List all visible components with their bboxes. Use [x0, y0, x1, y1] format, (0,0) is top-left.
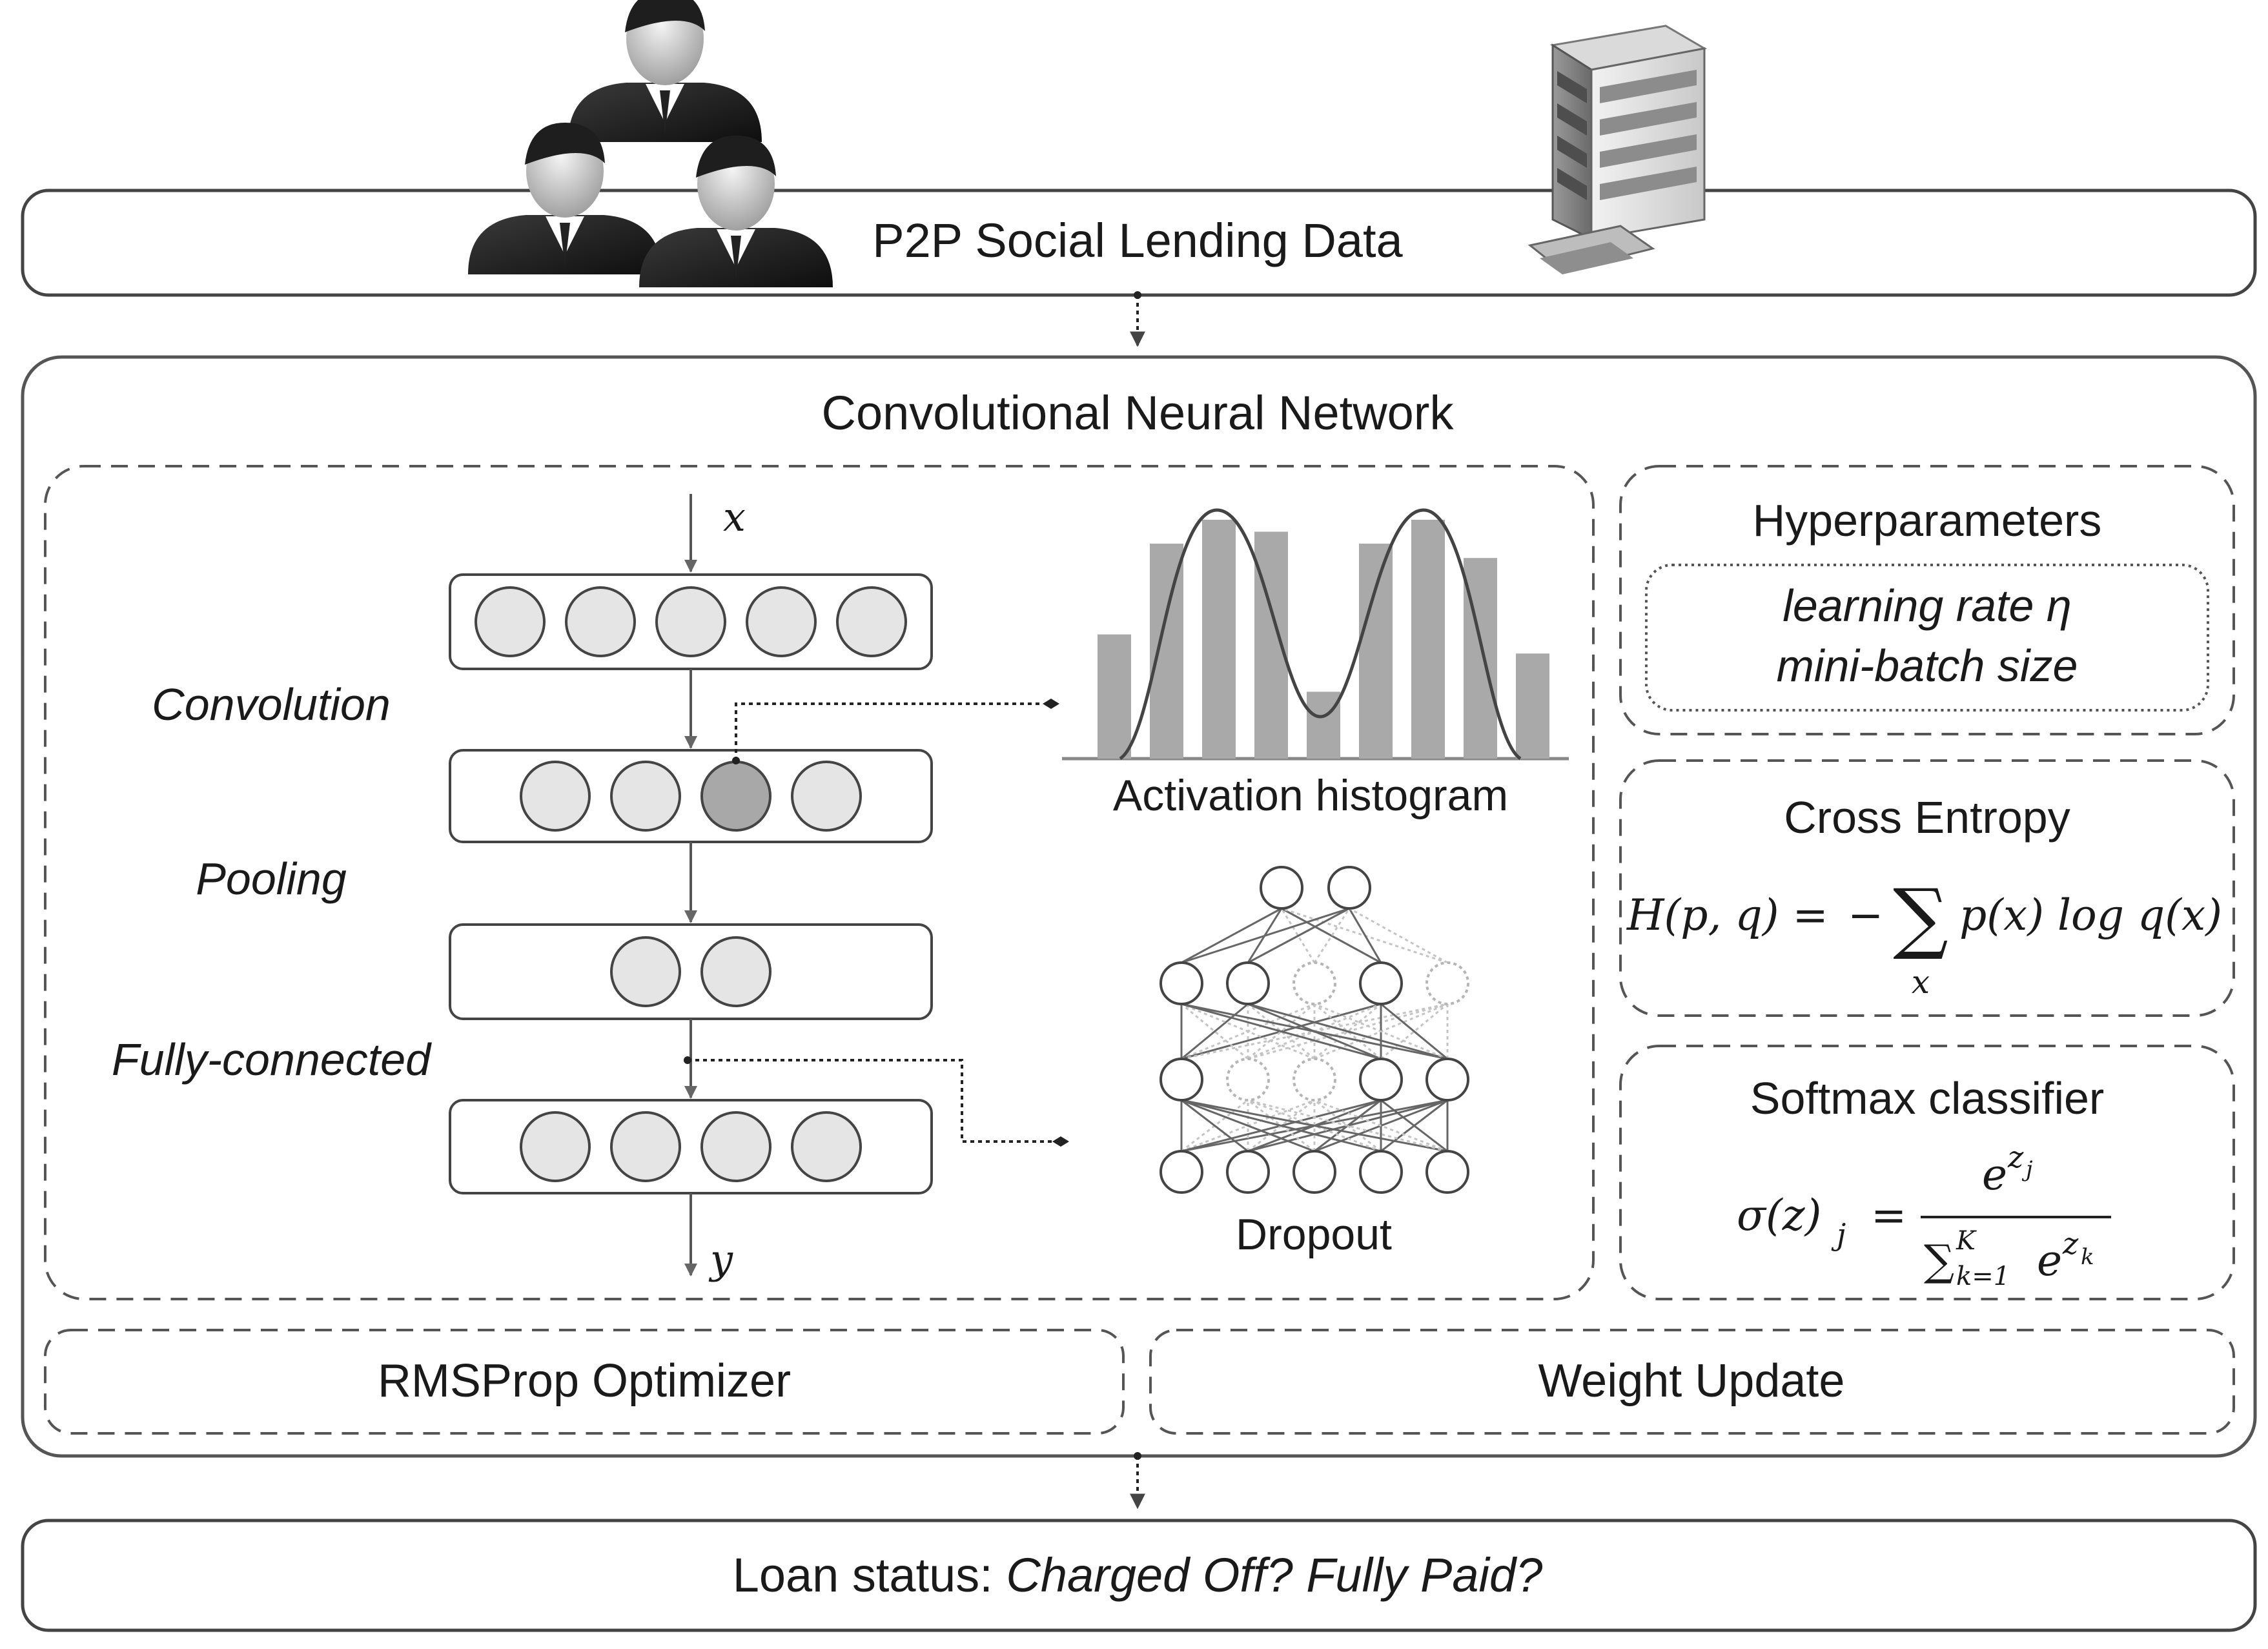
weight-update-label: Weight Update	[1538, 1355, 1845, 1407]
histogram-bar	[1359, 544, 1393, 759]
stage-convolution-label: Convolution	[152, 679, 391, 730]
dropout-neuron	[1292, 1150, 1336, 1194]
dropout-connections	[1180, 907, 1449, 1152]
neuron	[655, 586, 726, 657]
connector-data-to-cnn	[1130, 291, 1145, 347]
hyperparameter-learning-rate: learning rate η	[1783, 580, 2071, 631]
softmax-num-base: e	[1982, 1150, 2007, 1200]
dropout-output-neuron	[1260, 866, 1303, 910]
connector-cnn-to-output	[1130, 1452, 1145, 1510]
softmax-title: Softmax classifier	[1750, 1073, 2104, 1123]
cross-entropy-title: Cross Entropy	[1784, 792, 2070, 843]
softmax-den-exp-sub: k	[2081, 1244, 2094, 1270]
cross-entropy-minus: −	[1848, 890, 1883, 940]
neuron	[475, 586, 546, 657]
people-icon	[468, 0, 833, 287]
density-curve	[1119, 508, 1522, 761]
network-panel	[44, 465, 1595, 1300]
neuron	[836, 586, 907, 657]
hyperparameter-batch-size: mini-batch size	[1777, 640, 2078, 691]
neuron	[610, 936, 681, 1007]
optimizer-panel: RMSProp Optimizer	[44, 1329, 1125, 1435]
neuron	[520, 761, 591, 832]
output-prefix: Loan status:	[733, 1548, 1006, 1602]
softmax-den-lower: k=1	[1956, 1262, 2010, 1291]
neuron	[700, 936, 771, 1007]
histogram-link	[732, 699, 1059, 764]
output-label: y	[708, 1236, 733, 1283]
dropout-neuron	[1226, 1150, 1270, 1194]
softmax-den-exp: z	[2062, 1226, 2079, 1261]
dropout-output-neuron	[1327, 866, 1371, 910]
softmax-lhs: σ(z)	[1737, 1191, 1821, 1240]
top-bar: P2P Social Lending Data	[21, 189, 2257, 297]
softmax-num-exp: z	[2007, 1140, 2024, 1174]
output-bar: Loan status: Charged Off? Fully Paid?	[21, 1519, 2257, 1632]
histogram-label: Activation histogram	[1113, 771, 1508, 820]
input-label: x	[723, 493, 746, 540]
histogram-bar	[1202, 520, 1236, 759]
dropped-neuron	[1425, 961, 1469, 1005]
neuron	[700, 1111, 771, 1182]
histogram-bar	[1411, 520, 1445, 759]
histogram-bar	[1516, 653, 1549, 759]
dropped-neuron	[1292, 961, 1336, 1005]
hyperparameters-panel: Hyperparameters learning rate η mini-bat…	[1619, 465, 2235, 735]
output-status-options: Charged Off? Fully Paid?	[1006, 1548, 1542, 1602]
convolution-layer	[449, 749, 933, 843]
dropout-neuron	[1425, 1150, 1469, 1194]
dropout-neuron	[1160, 1058, 1203, 1101]
dropout-neuron	[1160, 1150, 1203, 1194]
neuron	[791, 761, 862, 832]
cross-entropy-rhs: p(x) log q(x)	[1959, 890, 2222, 940]
neuron	[520, 1111, 591, 1182]
neuron	[791, 1111, 862, 1182]
softmax-panel: Softmax classifier σ(z) j = e z j ∑ K k=…	[1619, 1045, 2235, 1300]
histogram-bar	[1098, 634, 1131, 759]
dropout-neuron	[1359, 961, 1403, 1005]
neuron	[610, 761, 681, 832]
neuron	[565, 586, 636, 657]
dropout-neuron	[1226, 961, 1270, 1005]
dropped-neuron	[1226, 1058, 1270, 1101]
activation-histogram	[1062, 508, 1569, 761]
dropout-neuron	[1359, 1058, 1403, 1101]
dropout-network	[1160, 866, 1469, 1194]
weight-update-panel: Weight Update	[1149, 1329, 2235, 1435]
stage-fully-connected-label: Fully-connected	[112, 1034, 432, 1085]
cross-entropy-sum: ∑	[1893, 873, 1948, 963]
dropout-label: Dropout	[1236, 1210, 1392, 1259]
dropout-link	[684, 1056, 1069, 1147]
fully-connected-layer	[449, 1099, 933, 1194]
active-neuron	[700, 761, 771, 832]
cross-entropy-lhs: H(p, q) =	[1626, 890, 1828, 940]
softmax-den-sum: ∑	[1924, 1236, 1954, 1285]
dropout-neuron	[1359, 1150, 1403, 1194]
input-layer	[449, 573, 933, 670]
optimizer-label: RMSProp Optimizer	[378, 1355, 791, 1407]
dropout-neuron	[1160, 961, 1203, 1005]
histogram-bar	[1307, 691, 1340, 759]
top-bar-title: P2P Social Lending Data	[872, 214, 1403, 267]
neuron	[746, 586, 817, 657]
dropout-neuron	[1425, 1058, 1469, 1101]
pooling-layer	[449, 923, 933, 1020]
softmax-equals: =	[1871, 1191, 1906, 1240]
building-icon	[1527, 25, 1708, 274]
cross-entropy-sum-index: x	[1912, 963, 1930, 1001]
softmax-den-base: e	[2037, 1236, 2062, 1285]
cross-entropy-panel: Cross Entropy H(p, q) = − ∑ x p(x) log q…	[1619, 759, 2235, 1017]
dropped-neuron	[1292, 1058, 1336, 1101]
softmax-den-upper: K	[1956, 1226, 1977, 1256]
neuron	[610, 1111, 681, 1182]
histogram-bar	[1150, 544, 1183, 759]
output-text: Loan status: Charged Off? Fully Paid?	[733, 1548, 1543, 1602]
stage-pooling-label: Pooling	[196, 854, 347, 904]
hyperparameters-title: Hyperparameters	[1753, 495, 2102, 546]
cnn-title: Convolutional Neural Network	[822, 386, 1455, 440]
